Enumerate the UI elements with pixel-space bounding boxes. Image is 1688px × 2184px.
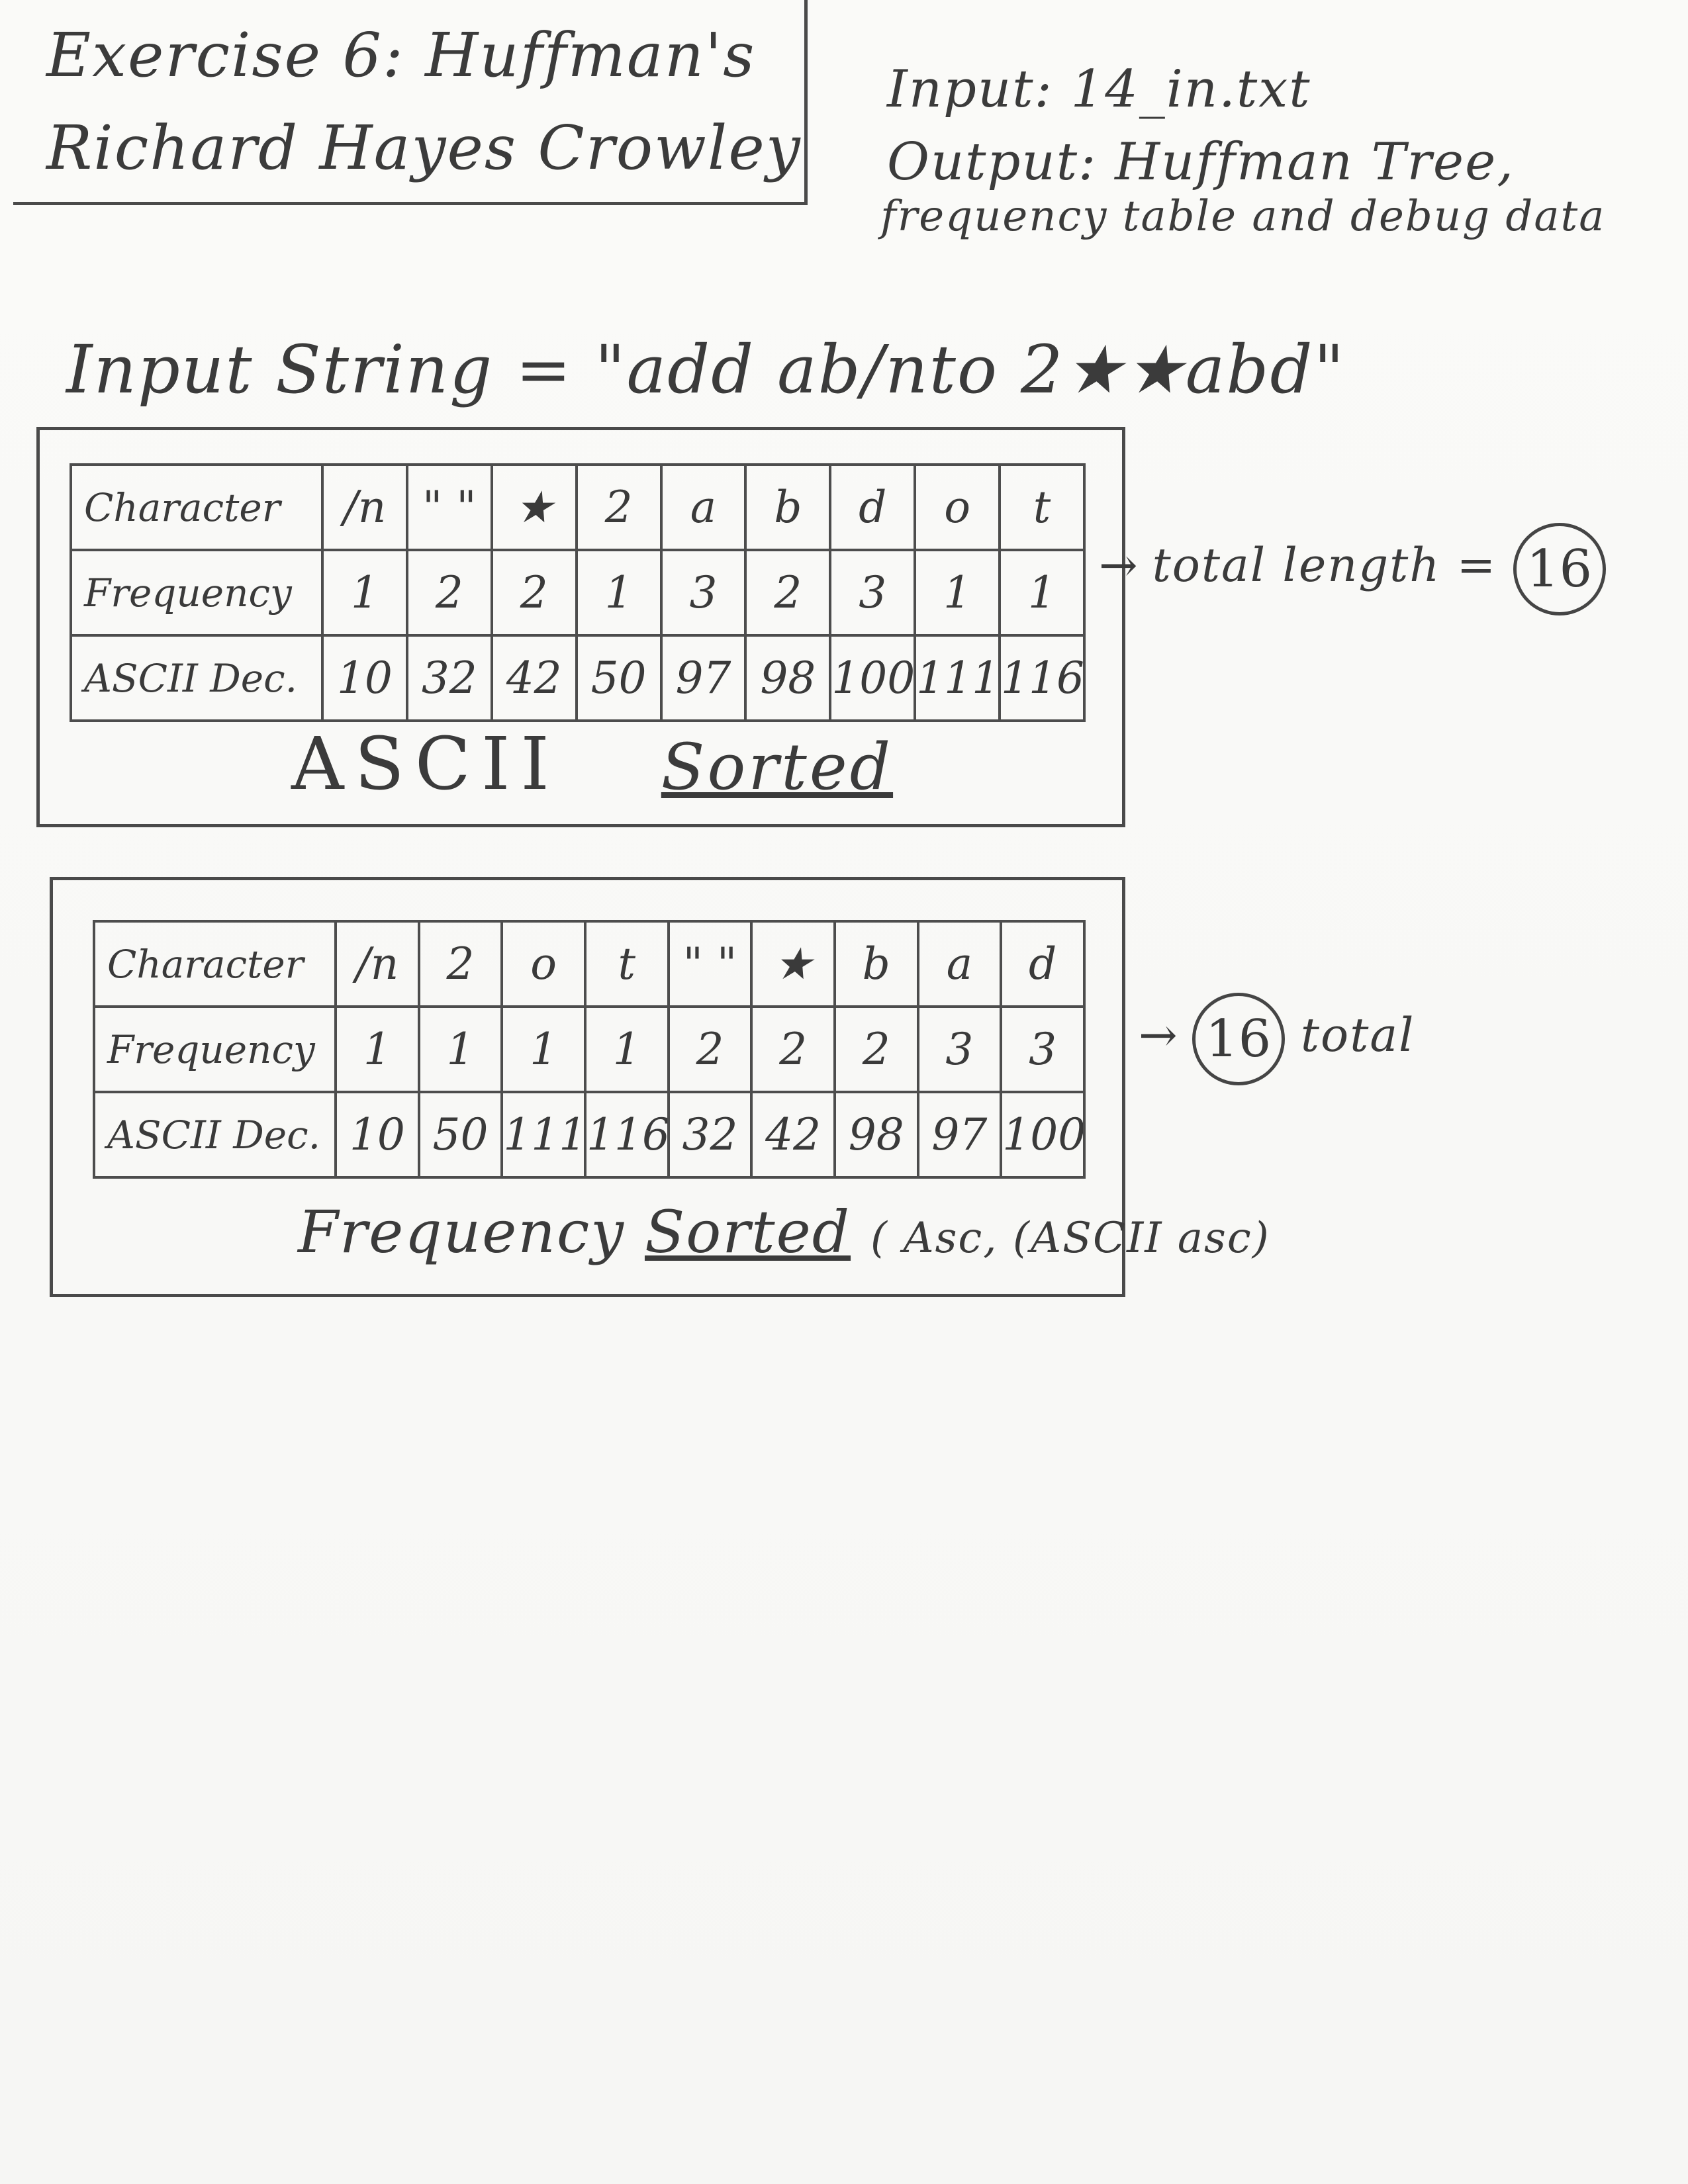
table-cell: 2 xyxy=(750,1005,836,1093)
table-cell: a xyxy=(916,920,1003,1008)
table-cell: 3 xyxy=(916,1005,1003,1093)
table-cell: 2 xyxy=(575,463,663,551)
row-label-ascii-dec: ASCII Dec. xyxy=(70,634,324,722)
table-row: Frequency 1 2 2 1 3 2 3 1 1 xyxy=(70,549,1086,637)
table-cell: 2 xyxy=(744,549,832,637)
table-cell: 116 xyxy=(998,634,1086,722)
table-cell: t xyxy=(998,463,1086,551)
table-cell: 3 xyxy=(659,549,747,637)
table-cell: 98 xyxy=(744,634,832,722)
table-cell: 98 xyxy=(833,1091,919,1179)
table-row: ASCII Dec. 10 50 111 116 32 42 98 97 100 xyxy=(93,1091,1086,1179)
table-cell: 97 xyxy=(659,634,747,722)
total-label: total xyxy=(1300,1008,1415,1062)
table-cell: 116 xyxy=(583,1091,670,1179)
row-label-ascii-dec: ASCII Dec. xyxy=(93,1091,337,1179)
row-label-character: Character xyxy=(93,920,337,1008)
author-name: Richard Hayes Crowley xyxy=(46,113,802,183)
frequency-sorted-caption: Frequency Sorted ( Asc, (ASCII asc) xyxy=(298,1198,1270,1266)
table-cell: 10 xyxy=(321,634,408,722)
table-cell: 2 xyxy=(833,1005,919,1093)
table-cell: 2 xyxy=(667,1005,753,1093)
table-cell: 1 xyxy=(583,1005,670,1093)
row-label-character: Character xyxy=(70,463,324,551)
table-cell: " " xyxy=(667,920,753,1008)
table-cell: 50 xyxy=(575,634,663,722)
title-box xyxy=(13,0,808,205)
table-cell: 1 xyxy=(914,549,1001,637)
table-cell: t xyxy=(583,920,670,1008)
table-cell: b xyxy=(833,920,919,1008)
total-value: 16 xyxy=(1192,993,1285,1085)
input-file-note: Input: 14_in.txt xyxy=(887,60,1311,119)
arrow-right-icon: → xyxy=(1139,1008,1179,1062)
table-cell: 50 xyxy=(417,1091,504,1179)
table-cell: /n xyxy=(334,920,420,1008)
output-note-continued: frequency table and debug data xyxy=(880,192,1606,241)
total-note: →16 total xyxy=(1139,993,1415,1085)
input-string: Input String = "add ab/nto 2★★abd" xyxy=(66,331,1346,408)
total-length-value: 16 xyxy=(1513,523,1606,615)
table-row: ASCII Dec. 10 32 42 50 97 98 100 111 116 xyxy=(70,634,1086,722)
table-row: Character /n 2 o t " " ★ b a d xyxy=(93,920,1086,1008)
total-length-note: →total length = 16 xyxy=(1099,523,1606,615)
table-cell: 1 xyxy=(500,1005,586,1093)
table-cell: 100 xyxy=(1000,1091,1086,1179)
table-cell: 10 xyxy=(334,1091,420,1179)
table-cell: 3 xyxy=(829,549,917,637)
table-cell: /n xyxy=(321,463,408,551)
table-cell: d xyxy=(829,463,917,551)
table-cell: ★ xyxy=(750,920,836,1008)
table-cell: 1 xyxy=(417,1005,504,1093)
table-cell: 42 xyxy=(750,1091,836,1179)
table-cell: ★ xyxy=(490,463,578,551)
caption-ascii: ASCII xyxy=(291,721,560,806)
row-label-frequency: Frequency xyxy=(70,549,324,637)
table-cell: a xyxy=(659,463,747,551)
table-cell: 1 xyxy=(321,549,408,637)
frequency-sorted-frame xyxy=(50,877,1125,1297)
exercise-title: Exercise 6: Huffman's xyxy=(46,20,756,91)
table-row: Frequency 1 1 1 1 2 2 2 3 3 xyxy=(93,1005,1086,1093)
table-cell: 32 xyxy=(667,1091,753,1179)
table-cell: 97 xyxy=(916,1091,1003,1179)
caption-sort-order: ( Asc, (ASCII asc) xyxy=(870,1214,1270,1263)
table-cell: 1 xyxy=(334,1005,420,1093)
table-cell: 1 xyxy=(575,549,663,637)
table-cell: 42 xyxy=(490,634,578,722)
frequency-sorted-table: Character /n 2 o t " " ★ b a d Frequency… xyxy=(93,920,1086,1179)
table-cell: d xyxy=(1000,920,1086,1008)
ascii-sorted-table: Character /n " " ★ 2 a b d o t Frequency… xyxy=(70,463,1086,722)
caption-sorted: Sorted xyxy=(661,730,894,804)
table-cell: 3 xyxy=(1000,1005,1086,1093)
table-cell: " " xyxy=(405,463,493,551)
total-length-label: total length = xyxy=(1152,538,1497,592)
table-cell: 111 xyxy=(500,1091,586,1179)
arrow-right-icon: → xyxy=(1099,538,1139,592)
table-cell: 2 xyxy=(417,920,504,1008)
table-row: Character /n " " ★ 2 a b d o t xyxy=(70,463,1086,551)
ascii-sorted-caption: ASCII Sorted xyxy=(291,721,893,806)
table-cell: 1 xyxy=(998,549,1086,637)
table-cell: 2 xyxy=(405,549,493,637)
table-cell: 32 xyxy=(405,634,493,722)
row-label-frequency: Frequency xyxy=(93,1005,337,1093)
table-cell: 111 xyxy=(914,634,1001,722)
caption-frequency: Frequency xyxy=(298,1198,625,1266)
ascii-sorted-frame xyxy=(36,427,1125,827)
table-cell: 100 xyxy=(829,634,917,722)
caption-sorted: Sorted xyxy=(644,1198,851,1266)
table-cell: 2 xyxy=(490,549,578,637)
table-cell: b xyxy=(744,463,832,551)
table-cell: o xyxy=(500,920,586,1008)
table-cell: o xyxy=(914,463,1001,551)
output-note: Output: Huffman Tree, xyxy=(887,132,1515,192)
